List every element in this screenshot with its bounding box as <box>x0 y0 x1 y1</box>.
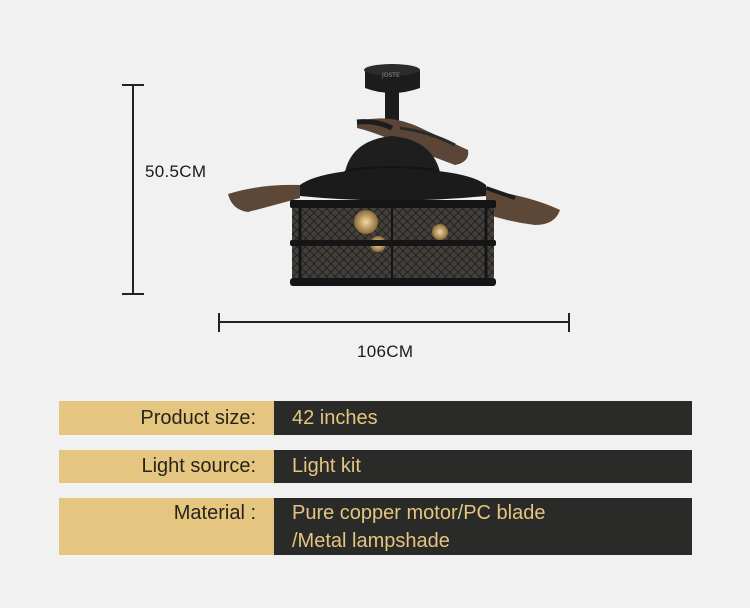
motor-housing <box>300 136 486 201</box>
spec-row-product-size: Product size: 42 inches <box>59 401 692 435</box>
svg-text:JOSTE: JOSTE <box>381 72 400 79</box>
spec-label: Material : <box>59 498 274 555</box>
side-blades <box>228 184 560 225</box>
spec-row-light-source: Light source: Light kit <box>59 450 692 483</box>
height-dimension-line <box>122 84 144 295</box>
height-dimension-label: 50.5CM <box>145 162 207 181</box>
spec-value: Light kit <box>274 450 692 483</box>
width-dimension-line <box>218 313 570 332</box>
spec-value: 42 inches <box>274 401 692 435</box>
spec-label: Product size: <box>59 401 274 435</box>
spec-row-material: Material : Pure copper motor/PC blade /M… <box>59 498 692 555</box>
width-dimension-label: 106CM <box>357 342 414 361</box>
spec-value: Pure copper motor/PC blade /Metal lampsh… <box>274 498 692 555</box>
spec-label: Light source: <box>59 450 274 483</box>
cage-lampshade <box>290 200 496 286</box>
